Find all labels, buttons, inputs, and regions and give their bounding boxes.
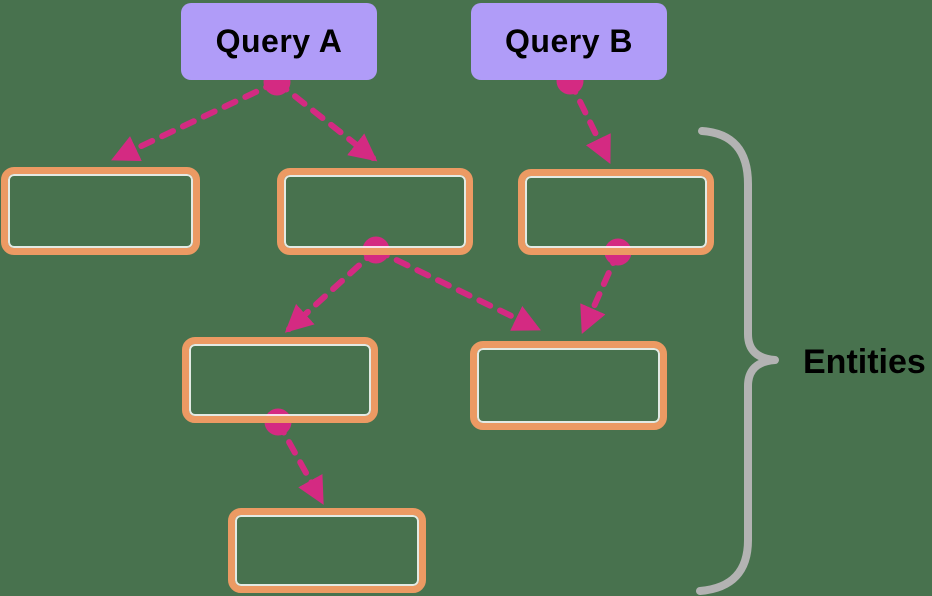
entity-node-6 [228, 508, 426, 593]
edge-querya-entity2 [274, 79, 378, 162]
entities-brace [696, 127, 779, 595]
entity-node-2 [277, 168, 473, 255]
entity-node-4 [182, 337, 378, 423]
entity-node-3 [518, 169, 714, 255]
entities-label: Entities [803, 343, 926, 381]
edge-entity4-entity6 [275, 419, 324, 505]
query-b-node: Query B [471, 3, 667, 80]
entity-node-5 [470, 341, 667, 430]
edge-entity3-entity5 [580, 249, 621, 335]
entity-node-1 [1, 167, 200, 255]
edge-entity2-entity4 [284, 247, 379, 333]
edge-entity2-entity5 [373, 247, 541, 331]
query-a-node: Query A [181, 3, 377, 80]
query-a-label: Query A [215, 23, 343, 59]
edge-queryb-entity3 [567, 78, 611, 164]
edge-querya-entity1 [111, 79, 280, 162]
query-b-label: Query B [505, 23, 633, 59]
